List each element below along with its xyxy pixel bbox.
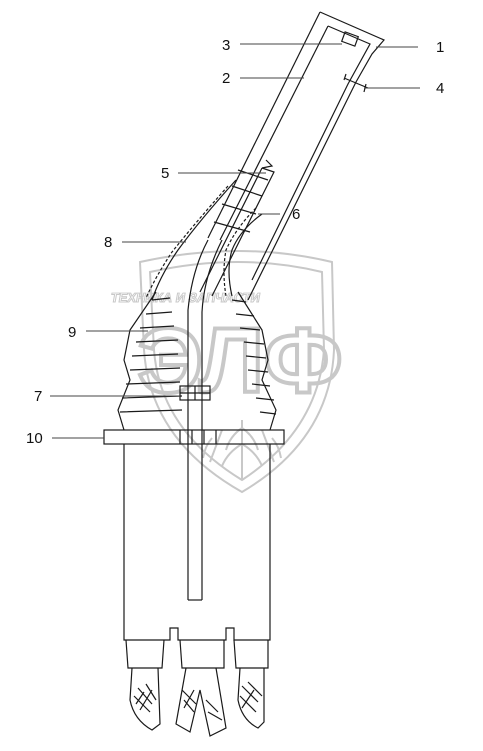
callout-6: 6: [292, 206, 300, 223]
watermark: ТЕХНИКА И ЗАПЧАСТИ ЭЛФ: [109, 250, 345, 494]
body-housing: [123, 444, 271, 641]
lever-handle: [207, 11, 385, 301]
flexible-sleeve: [145, 179, 263, 301]
inner-rods: [187, 239, 223, 601]
flange-plate: [103, 429, 285, 445]
cable-outputs: [125, 639, 269, 737]
assembly-drawing: [103, 11, 385, 737]
collar-bands: [213, 169, 269, 233]
callout-9: 9: [68, 324, 76, 341]
callout-7: 7: [34, 388, 42, 405]
leader-lines: [50, 43, 420, 439]
callout-3: 3: [222, 37, 230, 54]
corrugated-boot: [117, 291, 277, 431]
callout-8: 8: [104, 234, 112, 251]
callout-1: 1: [436, 39, 444, 56]
callout-5: 5: [161, 165, 169, 182]
knob-insert: [340, 31, 360, 47]
clamp-nut: [179, 385, 211, 401]
callout-4: 4: [436, 80, 444, 97]
lever-pin: [343, 73, 369, 93]
shaft: [199, 159, 275, 297]
callout-2: 2: [222, 70, 230, 87]
watermark-shield-outline: [138, 250, 336, 494]
callout-10: 10: [26, 430, 43, 447]
watermark-caption: ТЕХНИКА И ЗАПЧАСТИ: [110, 290, 262, 305]
callout-labels: 1 2 3 4 5 6 7 8 9 10: [26, 37, 444, 447]
watermark-wheat-icon: [202, 420, 282, 480]
watermark-shield-inner: [148, 261, 326, 482]
